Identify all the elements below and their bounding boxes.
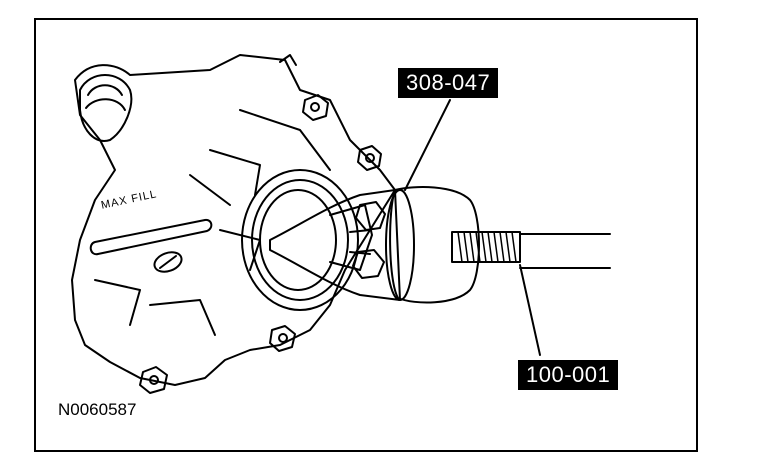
installer-cup: [389, 186, 480, 304]
callout-308-047: 308-047: [398, 68, 499, 98]
figure-id: N0060587: [58, 400, 137, 419]
leader-a: [404, 99, 451, 191]
bolt-lower: [269, 325, 296, 352]
fill-slot: [89, 218, 213, 256]
threaded-rod: [451, 231, 521, 263]
tool-yoke: [269, 189, 401, 301]
bolt-bottom: [139, 366, 168, 394]
emblem-shape: [79, 74, 133, 142]
callout-100-001: 100-001: [518, 360, 619, 390]
seal-bore-outer: [241, 169, 359, 311]
bolt-top: [302, 94, 329, 121]
leader-b: [519, 264, 541, 356]
bolt-right: [357, 145, 382, 171]
